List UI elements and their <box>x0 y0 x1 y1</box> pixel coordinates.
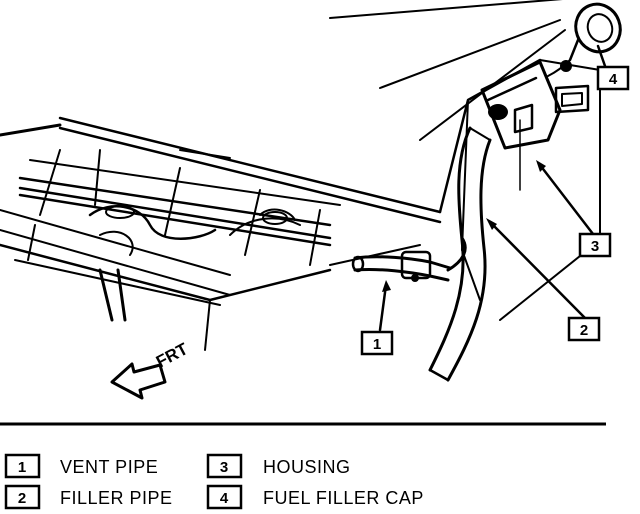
legend: 1 VENT PIPE 2 FILLER PIPE 3 HOUSING 4 FU… <box>4 453 424 510</box>
legend-item-4-number: 4 <box>220 490 229 507</box>
legend-item-3-label: HOUSING <box>263 457 351 477</box>
legend-item-2-label: FILLER PIPE <box>60 488 173 508</box>
callout-1-number: 1 <box>373 336 381 353</box>
callout-4: 4 <box>596 65 630 91</box>
legend-item-3-number: 3 <box>220 459 228 476</box>
legend-item-2: 2 FILLER PIPE <box>4 484 173 510</box>
legend-item-1-number: 1 <box>18 459 26 476</box>
legend-item-1-label: VENT PIPE <box>60 457 158 477</box>
callout-2-number: 2 <box>580 322 588 339</box>
fuel-filler-cap-drawing <box>547 2 622 77</box>
callout-1: 1 <box>360 330 394 356</box>
filler-pipe-drawing <box>428 126 492 382</box>
callout-2: 2 <box>567 316 601 342</box>
front-arrow-icon <box>110 362 167 400</box>
front-direction-indicator: FRT <box>110 339 192 400</box>
front-direction-label: FRT <box>153 339 192 372</box>
callout-leaders <box>378 44 607 332</box>
truck-frame-drawing <box>0 0 601 351</box>
legend-item-4: 4 FUEL FILLER CAP <box>206 484 424 510</box>
housing-drawing <box>480 60 590 150</box>
legend-item-1: 1 VENT PIPE <box>4 453 158 479</box>
vent-pipe-drawing <box>351 236 467 282</box>
legend-item-3: 3 HOUSING <box>206 453 351 479</box>
callout-3-number: 3 <box>591 238 599 255</box>
legend-item-4-label: FUEL FILLER CAP <box>263 488 424 508</box>
callout-3: 3 <box>578 232 612 258</box>
legend-item-2-number: 2 <box>18 490 26 507</box>
callout-4-number: 4 <box>609 71 618 88</box>
